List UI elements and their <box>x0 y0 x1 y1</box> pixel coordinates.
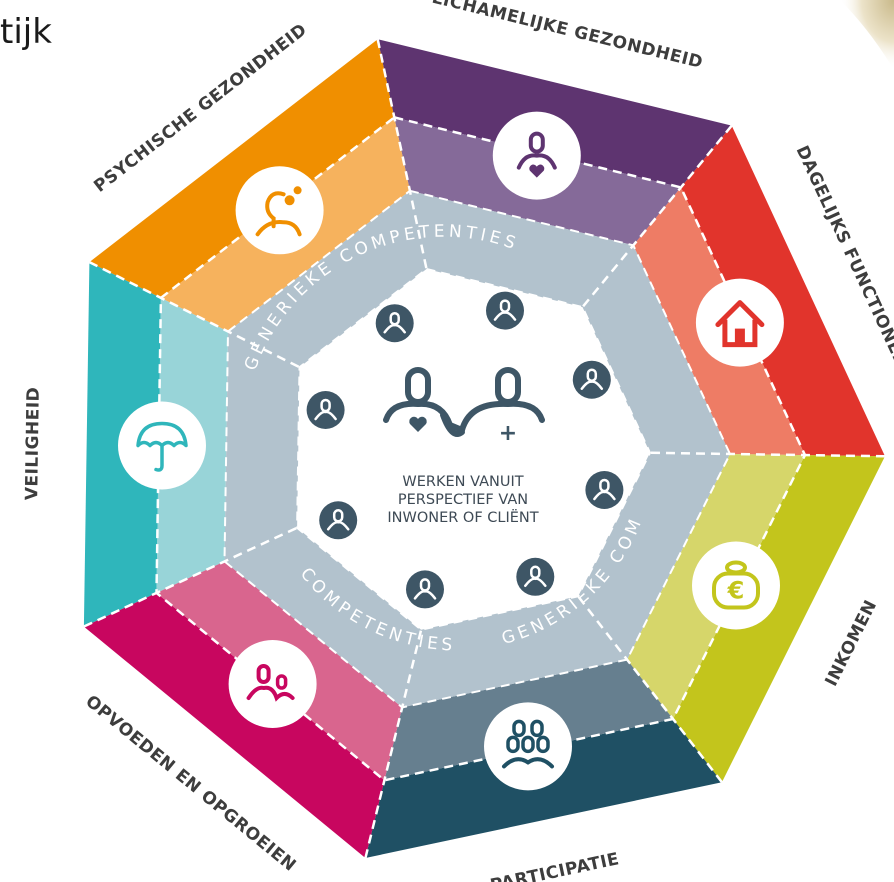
person-icon <box>319 501 358 540</box>
divider-line <box>376 38 428 270</box>
group-icon <box>484 702 572 791</box>
heart-icon <box>409 416 427 432</box>
segment-outer-psychische-gezondheid <box>89 39 395 298</box>
plus-icon: + <box>499 421 517 446</box>
umbrella-icon <box>118 401 206 490</box>
segment-outer-participatie <box>365 719 722 858</box>
center-core <box>296 267 652 631</box>
person-icon <box>572 360 611 399</box>
domain-label-inkomen: INKOMEN <box>821 597 881 690</box>
domain-label-participatie: PARTICIPATIE <box>488 849 621 882</box>
segment-outer-dagelijks-functioneren <box>680 125 885 457</box>
person-icon <box>406 570 444 609</box>
divider-line <box>88 261 301 369</box>
person-icon <box>486 291 524 330</box>
segment-outer-lichamelijke-gezondheid <box>377 39 732 188</box>
person-heart-icon <box>492 111 581 200</box>
parent-child-icon <box>228 640 317 728</box>
domain-label-veiligheid: VEILIGHEID <box>22 387 44 501</box>
segment-outer-opvoeden-en-opgroeien <box>83 592 385 858</box>
person-icon <box>516 557 555 596</box>
slide-title-fragment: tijk <box>0 12 52 52</box>
segment-outer-inkomen <box>673 455 885 783</box>
center-line-1: WERKEN VANUIT <box>402 474 523 490</box>
divider-line <box>649 451 885 458</box>
person-icon <box>375 304 414 343</box>
corner-decoration <box>840 0 894 70</box>
person-icon <box>306 391 345 429</box>
divider-line <box>581 124 733 308</box>
center-line-3: INWONER OF CLIËNT <box>387 508 538 526</box>
divider-line <box>364 629 423 859</box>
svg-text:€: € <box>727 577 745 605</box>
divider-line <box>83 526 298 628</box>
center-line-2: PERSPECTIEF VAN <box>398 492 528 508</box>
head-gears-icon <box>235 166 324 255</box>
house-icon <box>695 278 784 367</box>
money-bag-icon: € <box>692 541 780 630</box>
person-icon <box>585 471 624 509</box>
divider-line <box>577 595 723 784</box>
client-professional-icon <box>383 367 545 437</box>
